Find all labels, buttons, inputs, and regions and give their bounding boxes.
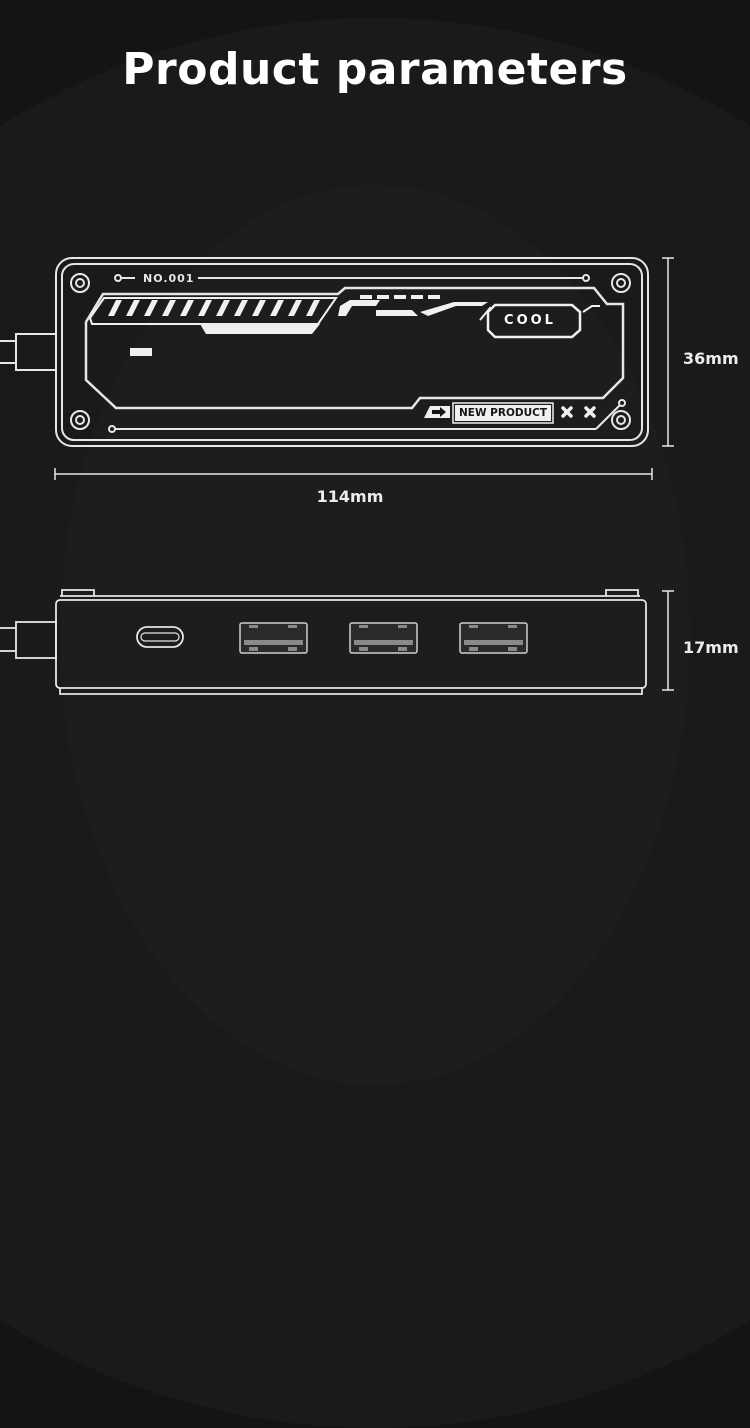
x-icon bbox=[584, 406, 596, 418]
x-icon bbox=[561, 406, 573, 418]
width-dimension-label: 114mm bbox=[316, 487, 384, 506]
serial-label: NO.001 bbox=[143, 272, 195, 285]
arrow-right-icon bbox=[432, 407, 446, 417]
screw-icon bbox=[611, 410, 631, 430]
new-product-tag: NEW PRODUCT bbox=[455, 405, 551, 421]
height-dimension-label: 36mm bbox=[683, 349, 739, 368]
height-dimension-line bbox=[662, 257, 674, 447]
cool-badge-frame bbox=[479, 303, 600, 339]
stripe-pattern bbox=[108, 300, 320, 316]
cable-icon bbox=[0, 333, 57, 371]
cool-badge-label: COOL bbox=[504, 313, 556, 328]
top-view-device bbox=[0, 257, 649, 447]
thickness-dimension-label: 17mm bbox=[683, 638, 739, 657]
screw-icon bbox=[70, 273, 90, 293]
usb-c-port-icon bbox=[136, 626, 184, 648]
usb-a-port-icon bbox=[349, 622, 418, 654]
screw-icon bbox=[70, 410, 90, 430]
side-view-device bbox=[0, 589, 647, 695]
product-diagram bbox=[0, 257, 674, 695]
thickness-dimension-line bbox=[662, 590, 674, 691]
page-title: Product parameters bbox=[122, 44, 628, 95]
usb-a-port-icon bbox=[459, 622, 528, 654]
screw-icon bbox=[611, 273, 631, 293]
width-dimension-line bbox=[54, 468, 653, 480]
cable-icon bbox=[0, 621, 57, 659]
led-indicator bbox=[130, 348, 152, 356]
usb-a-port-icon bbox=[239, 622, 308, 654]
